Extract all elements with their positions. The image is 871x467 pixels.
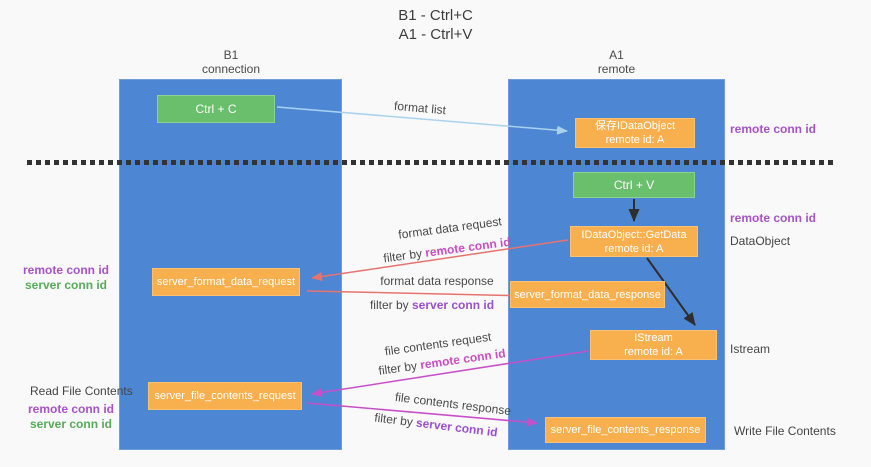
node-server-format-data-response-label: server_format_data_response (514, 288, 661, 301)
phase-separator-dashed-line (27, 160, 833, 165)
node-istream: IStream remote id: A (590, 330, 717, 360)
label-remote-conn-id-right-mid: remote conn id (730, 211, 817, 225)
label-remote-conn-id-left-2: remote conn id (27, 402, 114, 416)
server-conn-id-text: server conn id (415, 415, 499, 440)
right-column-role: remote (597, 62, 636, 76)
node-server-file-contents-request: server_file_contents_request (148, 382, 302, 410)
diagram-title-line1: B1 - Ctrl+C (398, 7, 473, 24)
filter-by-text: filter by (369, 298, 409, 312)
node-idataobject-getdata-line2: remote id: A (604, 242, 664, 255)
node-ctrl-v: Ctrl + V (573, 172, 695, 198)
filter-by-text: filter by (382, 246, 423, 266)
node-server-file-contents-response-label: server_file_contents_response (550, 424, 701, 436)
left-column-role: connection (201, 62, 261, 76)
node-save-dataobject-line2: remote id: A (605, 134, 665, 146)
label-filter-server-2: filter by server conn id (374, 410, 499, 439)
left-column-name: B1 (223, 48, 239, 62)
label-server-conn-id-left-1: server conn id (24, 278, 108, 292)
diagram-title-line2: A1 - Ctrl+V (398, 26, 473, 43)
node-ctrl-c: Ctrl + C (157, 95, 275, 123)
server-conn-id-text: server conn id (412, 298, 495, 312)
node-server-file-contents-response: server_file_contents_response (545, 417, 706, 443)
node-idataobject-getdata-line1: IDataObject::GetData (581, 228, 687, 241)
node-istream-line1: IStream (634, 332, 673, 344)
node-ctrl-v-label: Ctrl + V (613, 178, 655, 192)
right-column-name: A1 (609, 48, 624, 62)
label-format-data-response: format data response (380, 274, 494, 288)
label-dataobject: DataObject (730, 234, 791, 248)
node-server-file-contents-request-label: server_file_contents_request (154, 390, 296, 402)
node-server-format-data-response: server_format_data_response (510, 281, 665, 308)
node-server-format-data-request-label: server_format_data_request (156, 276, 296, 288)
diagram-title: B1 - Ctrl+C A1 - Ctrl+V (0, 6, 871, 44)
node-istream-line2: remote id: A (624, 346, 683, 358)
remote-conn-id-text: remote conn id (424, 234, 512, 260)
node-server-format-data-request: server_format_data_request (152, 268, 300, 296)
label-filter-server-1: filter by server conn id (370, 298, 494, 312)
label-file-contents-response: file contents response (394, 389, 512, 419)
right-column-header: A1 remote (508, 48, 725, 76)
node-save-dataobject-line1: 保存IDataObject (594, 120, 676, 132)
node-save-dataobject: 保存IDataObject remote id: A (575, 118, 695, 148)
label-write-file-contents: Write File Contents (734, 424, 836, 438)
node-ctrl-c-label: Ctrl + C (195, 102, 237, 116)
label-server-conn-id-left-2: server conn id (29, 417, 113, 431)
label-remote-conn-id-right-top: remote conn id (730, 122, 817, 136)
label-istream-side: Istream (730, 342, 771, 356)
filter-by-text: filter by (377, 358, 418, 378)
filter-by-text: filter by (373, 410, 414, 430)
label-format-list: format list (393, 98, 447, 118)
label-read-file-contents: Read File Contents (30, 384, 133, 398)
left-column-header: B1 connection (119, 48, 343, 76)
label-remote-conn-id-left-1: remote conn id (22, 263, 109, 277)
node-idataobject-getdata: IDataObject::GetData remote id: A (570, 226, 698, 257)
